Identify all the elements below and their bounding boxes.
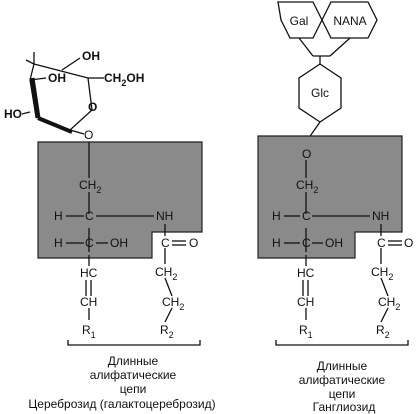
h-lower-left: H <box>54 236 63 250</box>
h-upper-right: H <box>272 209 281 223</box>
galactose-ring <box>21 52 104 135</box>
galactose-ring-bold-edge-bottom <box>37 116 73 134</box>
r1-right: R1 <box>299 323 313 340</box>
galactose-ch2oh: CH2OH <box>104 71 144 88</box>
caption-right-line2: алифатические <box>299 373 386 387</box>
galactose-bond <box>29 77 47 81</box>
backbone-bond <box>164 277 173 297</box>
cerebroside-structure: OH OH CH2OH HO O O CH2 H C NH H C OH C <box>4 49 216 411</box>
glycosidic-o-right: O <box>302 147 311 161</box>
c-amide-left: C <box>161 236 170 250</box>
nana-link <box>329 37 351 57</box>
c-lower-right: C <box>302 236 311 250</box>
galactose-ring-bold-edge <box>29 77 41 119</box>
glycosidic-o-left: O <box>84 128 93 142</box>
galactose-oh-top: OH <box>82 49 100 63</box>
caption-right-line1: Длинные <box>317 359 368 373</box>
h-upper-left: H <box>54 209 63 223</box>
ch-right: CH <box>297 295 314 309</box>
galactose-ring-o: O <box>88 100 97 114</box>
backbone-bond <box>164 307 173 323</box>
ch2a-left: CH2 <box>155 265 177 282</box>
nh-left: NH <box>156 209 173 223</box>
caption-left-line1: Длинные <box>108 354 159 368</box>
gal-label: Gal <box>290 14 309 28</box>
c-upper-right: C <box>302 209 311 223</box>
backbone-bond <box>380 277 389 297</box>
caption-right-line3: цепи <box>329 387 356 401</box>
hc-left: HC <box>80 266 98 280</box>
galactose-bond <box>61 57 81 71</box>
oh-left: OH <box>110 236 128 250</box>
c-upper-left: C <box>85 209 94 223</box>
caption-right-title: Ганглиозид <box>313 400 376 414</box>
ceramide-box-left <box>37 141 203 259</box>
ch2-right: CH2 <box>296 178 318 195</box>
galactose-bond <box>69 129 85 135</box>
galactose-oh-inner: OH <box>48 71 66 85</box>
c-amide-right: C <box>377 236 386 250</box>
c-lower-left: C <box>85 236 94 250</box>
caption-left-line2: алифатические <box>90 368 177 382</box>
nh-right: NH <box>372 209 389 223</box>
glc-label: Glc <box>311 86 329 100</box>
ch-left: CH <box>80 295 97 309</box>
caption-left-line3: цепи <box>120 382 147 396</box>
h-lower-right: H <box>272 236 281 250</box>
r2-left: R2 <box>160 323 174 340</box>
o-amide-right: O <box>404 236 413 250</box>
ch2b-left: CH2 <box>162 295 184 312</box>
ch2-left: CH2 <box>79 178 101 195</box>
r2-right: R2 <box>376 323 390 340</box>
backbone-bond <box>380 307 389 323</box>
gal-link <box>298 37 314 57</box>
ch2b-right: CH2 <box>378 295 400 312</box>
nana-label: NANA <box>333 14 366 28</box>
chains-bracket-right <box>275 340 409 346</box>
galactose-bond <box>21 111 31 115</box>
galactose-bond <box>25 59 35 65</box>
hc-right: HC <box>297 266 315 280</box>
ceramide-box-right <box>257 135 403 259</box>
gal-hexagon <box>277 1 323 39</box>
ganglioside-structure: Gal NANA Glc O CH2 <box>257 1 413 414</box>
galactose-ho: HO <box>4 107 22 121</box>
chains-bracket-left <box>67 340 201 346</box>
oh-right: OH <box>325 236 343 250</box>
r1-left: R1 <box>82 323 96 340</box>
o-amide-left: O <box>189 236 198 250</box>
caption-left-title: Цереброзид (галактоцереброзид) <box>28 397 215 411</box>
nana-hexagon <box>321 1 378 39</box>
ch2a-right: CH2 <box>371 265 393 282</box>
